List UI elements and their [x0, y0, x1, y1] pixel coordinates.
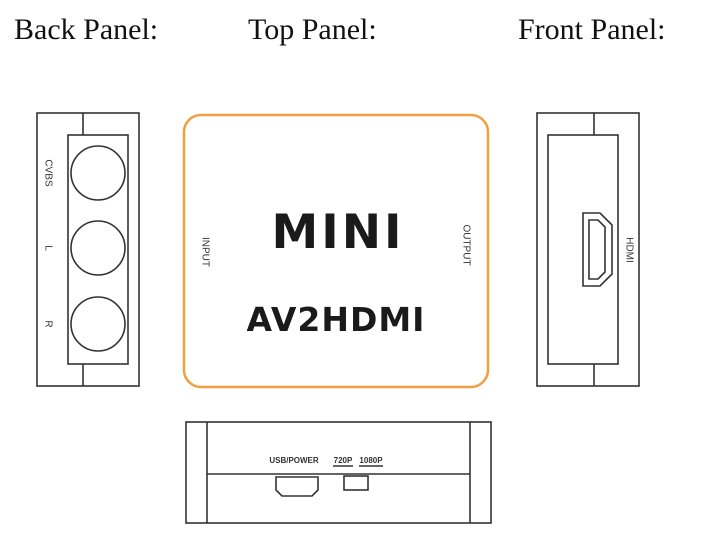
front-panel-inner [547, 134, 619, 365]
cvbs-label: CVBS [42, 159, 53, 187]
back-panel-title: Back Panel: [14, 13, 159, 46]
top-panel-title: Top Panel: [248, 13, 377, 46]
resolution-switch [343, 475, 369, 491]
l-label: L [42, 245, 53, 251]
right-audio-jack [70, 296, 126, 352]
hdmi-port-inner [588, 219, 606, 280]
switch-720p-label: 720P [334, 456, 353, 465]
usb-port [275, 476, 319, 497]
input-label: INPUT [199, 237, 210, 267]
side-panel-outer [185, 421, 492, 524]
switch-1080p-label: 1080P [359, 456, 383, 465]
front-panel [536, 112, 640, 387]
hdmi-label: HDMI [623, 237, 634, 263]
front-panel-outer [536, 112, 640, 387]
back-panel-inner [67, 134, 129, 365]
r-label: R [42, 320, 53, 327]
left-audio-jack [70, 220, 126, 276]
back-panel-outer [36, 112, 140, 387]
mini-title: MINI [271, 205, 404, 260]
hdmi-port-outer [582, 212, 613, 287]
side-panel [185, 421, 492, 524]
back-panel [36, 112, 140, 387]
output-label: OUTPUT [460, 224, 471, 265]
front-panel-title: Front Panel: [518, 13, 666, 46]
top-panel-outline [182, 113, 490, 389]
av2hdmi-title: AV2HDMI [247, 300, 426, 339]
usb-power-label: USB/POWER [269, 456, 319, 465]
cvbs-jack [70, 145, 126, 201]
